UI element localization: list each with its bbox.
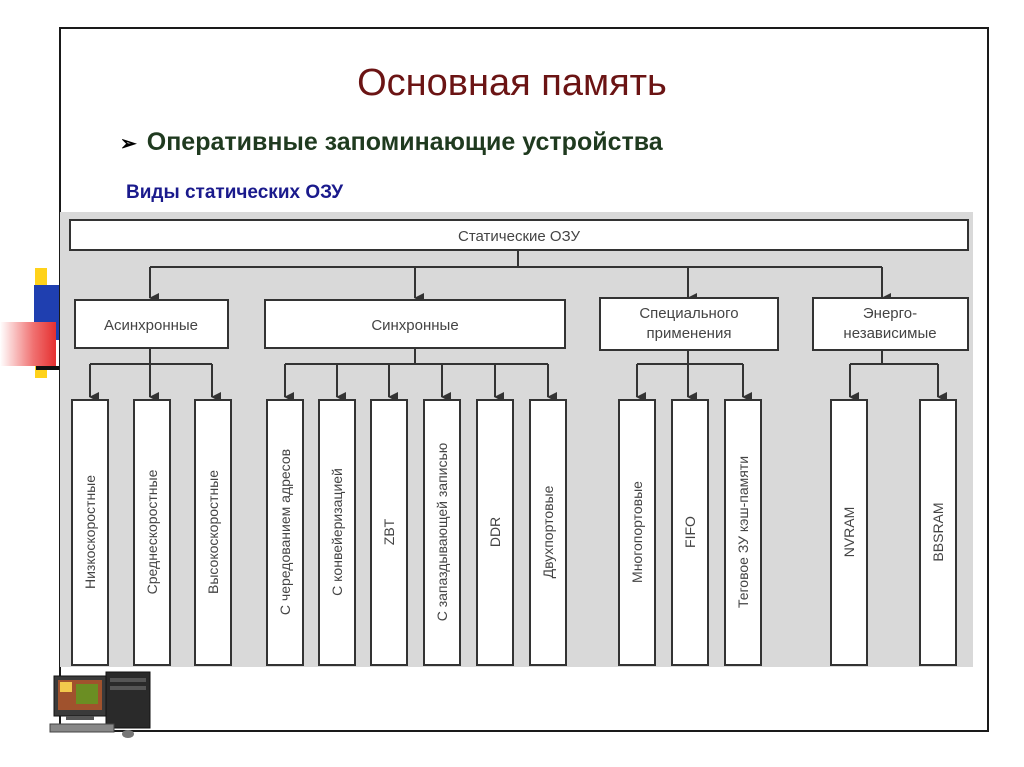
leaf-box — [830, 399, 868, 666]
group-label-nonvolatile-1: Энерго- — [863, 305, 917, 322]
leaf-label: Высокоскоростные — [205, 470, 221, 594]
leaf-label: Среднескоростные — [144, 469, 160, 594]
sram-types-diagram: Статические ОЗУ Асинхронные Синхронные С… — [60, 212, 973, 667]
leaf-box — [133, 399, 171, 666]
leaf-box — [476, 399, 514, 666]
leaf-box — [529, 399, 567, 666]
group-label-special-2: применения — [647, 325, 732, 342]
leaf-box — [423, 399, 461, 666]
deco-red-block — [0, 322, 56, 366]
group-label-nonvolatile-2: независимые — [843, 325, 936, 342]
bullet-item: ➢ Оперативные запоминающие устройства — [120, 128, 663, 157]
leaf-label: С чередованием адресов — [277, 449, 293, 615]
leaf-label: ZBT — [381, 518, 397, 545]
leaf-label: FIFO — [682, 516, 698, 548]
root-label: Статические ОЗУ — [458, 228, 580, 245]
leaf-label: С конвейеризацией — [329, 468, 345, 596]
leaf-label: Теговое ЗУ кэш-памяти — [735, 456, 751, 608]
leaf-label: DDR — [487, 517, 503, 547]
leaf-label: Многопортовые — [629, 481, 645, 583]
group-box-async — [74, 299, 229, 349]
leaf-box — [618, 399, 656, 666]
leaf-box — [724, 399, 762, 666]
group-label-special-1: Специального — [639, 305, 738, 322]
group-label-async: Асинхронные — [104, 317, 198, 334]
leaf-label: С запаздывающей записью — [434, 443, 450, 622]
deco-black-line — [36, 366, 66, 370]
leaf-label: Двухпортовые — [540, 485, 556, 578]
group-label-sync: Синхронные — [371, 317, 458, 334]
slide-title: Основная память — [357, 62, 667, 104]
leaf-box — [71, 399, 109, 666]
group-box-special — [599, 297, 779, 351]
leaf-box — [671, 399, 709, 666]
leaf-label: NVRAM — [841, 507, 857, 558]
leaf-label: Низкоскоростные — [82, 475, 98, 589]
subheading: Виды статических ОЗУ — [126, 182, 344, 203]
root-box — [69, 219, 969, 251]
leaf-box — [194, 399, 232, 666]
leaf-box — [318, 399, 356, 666]
group-box-sync — [264, 299, 566, 349]
desktop-computer-icon — [46, 668, 158, 740]
arrow-right-icon: ➢ — [120, 133, 137, 155]
leaf-box — [370, 399, 408, 666]
group-box-nonvolatile — [812, 297, 969, 351]
leaf-box — [919, 399, 957, 666]
leaf-box — [266, 399, 304, 666]
bullet-text: Оперативные запоминающие устройства — [146, 128, 663, 156]
leaf-label: BBSRAM — [930, 502, 946, 561]
